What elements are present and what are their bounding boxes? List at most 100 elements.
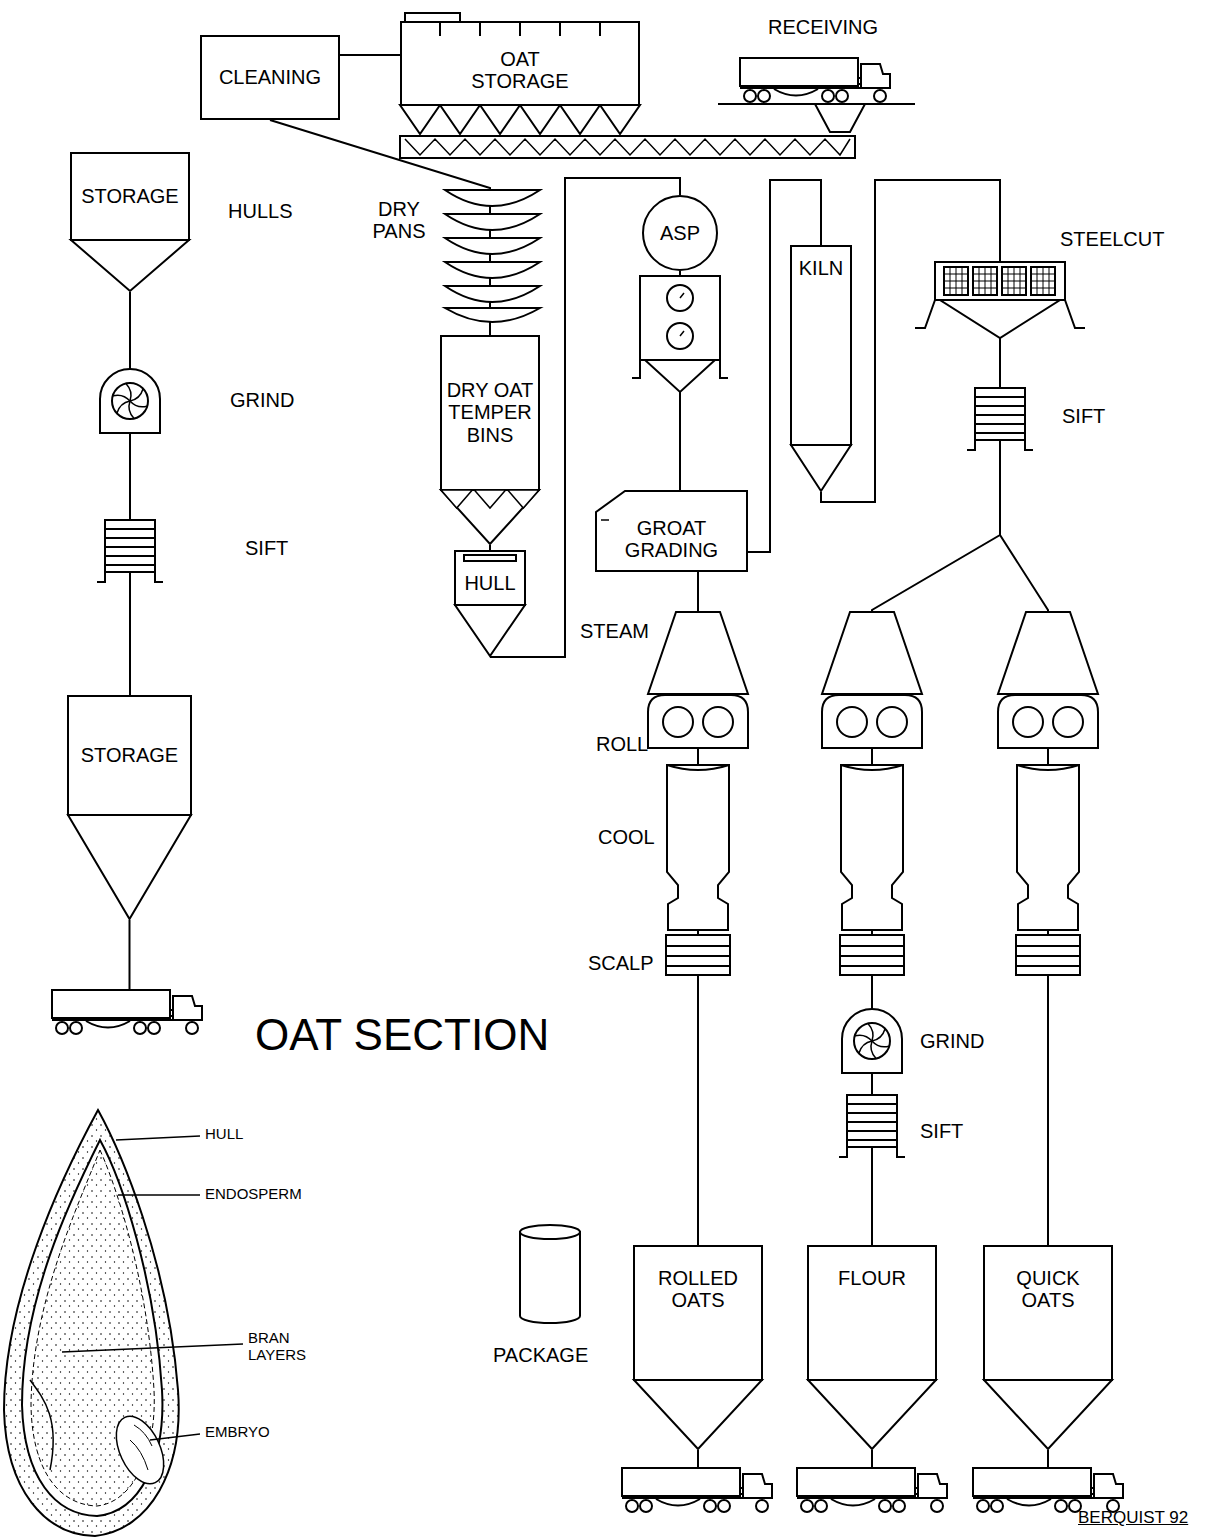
equipment-group	[4, 58, 1123, 1536]
text-area: STORAGE	[67, 695, 192, 815]
part-label: EMBRYO	[205, 1424, 270, 1441]
part-label: ENDOSPERM	[205, 1186, 302, 1203]
storage-bin: STORAGE	[67, 695, 192, 920]
text-area: KILN	[790, 245, 852, 445]
hull-truck	[52, 990, 202, 1034]
node-label: ROLLED OATS	[648, 1267, 748, 1312]
outline-shape	[596, 491, 747, 571]
flour-line-equipment	[822, 612, 922, 975]
equipment-label: ROLL	[596, 733, 648, 755]
outline-shape	[634, 1246, 762, 1380]
outline-shape	[441, 490, 539, 544]
text-area: FLOUR	[807, 1245, 937, 1380]
outline-shape	[634, 1380, 762, 1449]
grader: GROAT GRADING	[595, 490, 748, 572]
outline-shape	[600, 105, 640, 134]
outline-shape	[401, 22, 639, 105]
outline-shape	[791, 246, 851, 445]
quick-line-equipment	[998, 612, 1098, 975]
node-label: QUICK OATS	[998, 1267, 1098, 1312]
huller: HULL	[454, 550, 526, 657]
text-area: STORAGE	[70, 152, 190, 240]
equipment-label: PACKAGE	[493, 1344, 588, 1366]
outline-shape	[508, 490, 539, 508]
outline-shape	[455, 551, 525, 605]
equipment-label: COOL	[598, 826, 655, 848]
temper-bin: DRY OAT TEMPER BINS	[440, 335, 540, 545]
outline-shape	[405, 13, 460, 22]
outline-shape	[808, 1246, 936, 1380]
station-label: RECEIVING	[768, 16, 878, 38]
node-label: STORAGE	[81, 744, 178, 766]
outline-shape	[480, 105, 520, 134]
node-label: DRY OAT TEMPER BINS	[445, 379, 535, 446]
outline-shape	[599, 22, 601, 36]
equipment-label: GRIND	[230, 389, 294, 411]
leader-line	[150, 1434, 200, 1440]
text-area: HULL	[454, 562, 526, 605]
node-outline	[70, 152, 190, 292]
outline-shape	[201, 36, 339, 119]
equipment-label: SIFT	[245, 537, 288, 559]
hull-sifter	[97, 520, 163, 582]
steelcut-cutter	[915, 262, 1085, 338]
outline-shape	[520, 105, 560, 134]
flour-grinder	[842, 1009, 902, 1073]
flow-line	[340, 54, 400, 56]
product-bin: QUICK OATS	[983, 1245, 1113, 1450]
leader-line	[62, 1344, 243, 1352]
equipment-label: STEAM	[580, 620, 649, 642]
oat-kernel-illustration	[4, 1110, 243, 1536]
equipment-label: STEELCUT	[1060, 228, 1164, 250]
outline-shape	[441, 336, 539, 490]
outline-shape	[560, 105, 600, 134]
rolled-line-equipment	[648, 612, 748, 975]
part-label: BRAN LAYERS	[248, 1330, 328, 1364]
stream-label: HULLS	[228, 200, 292, 222]
equipment-label: SIFT	[920, 1120, 963, 1142]
outline-shape	[984, 1246, 1112, 1380]
outline-shape	[439, 22, 441, 36]
receiving-hopper	[815, 104, 865, 132]
node-label: FLOUR	[838, 1267, 906, 1289]
aspirator-fan: ASP	[642, 195, 718, 271]
storage-bin: STORAGE	[70, 152, 190, 292]
text-area: OAT STORAGE	[400, 38, 640, 102]
equipment-label: SIFT	[1062, 405, 1105, 427]
product-bin: FLOUR	[807, 1245, 937, 1450]
node-label: OAT STORAGE	[465, 48, 575, 93]
product-bin: ROLLED OATS	[633, 1245, 763, 1450]
flow-line	[489, 545, 491, 550]
outline-shape	[984, 1380, 1112, 1449]
load-out-line	[129, 920, 131, 990]
text-area: ASP	[642, 195, 718, 271]
flow-line	[129, 292, 131, 695]
product-trucks	[622, 1468, 1123, 1512]
node-outline	[454, 550, 526, 657]
part-label: HULL	[205, 1126, 243, 1143]
node-label: ASP	[660, 222, 700, 244]
outline-shape	[601, 519, 609, 521]
outline-shape	[643, 196, 717, 270]
outline-shape	[440, 105, 480, 134]
text-area: DRY OAT TEMPER BINS	[440, 335, 540, 490]
outline-shape	[71, 240, 189, 291]
author-credit: BERQUIST 92	[1078, 1508, 1188, 1527]
outline-shape	[808, 1380, 936, 1449]
equipment-label: GRIND	[920, 1030, 984, 1052]
text-area: GROAT GRADING	[595, 506, 748, 572]
screw-flight	[405, 139, 850, 155]
hull-grinder	[100, 369, 160, 433]
text-area: QUICK OATS	[983, 1245, 1113, 1380]
storage-silo: OAT STORAGE	[400, 12, 640, 135]
outline-shape	[71, 153, 189, 240]
screw-conveyor	[400, 136, 855, 158]
node-label: STORAGE	[81, 185, 178, 207]
outline-shape	[464, 555, 516, 561]
process-box: CLEANING	[200, 35, 340, 120]
node-label: GROAT GRADING	[617, 517, 727, 562]
leader-line	[116, 1136, 200, 1140]
